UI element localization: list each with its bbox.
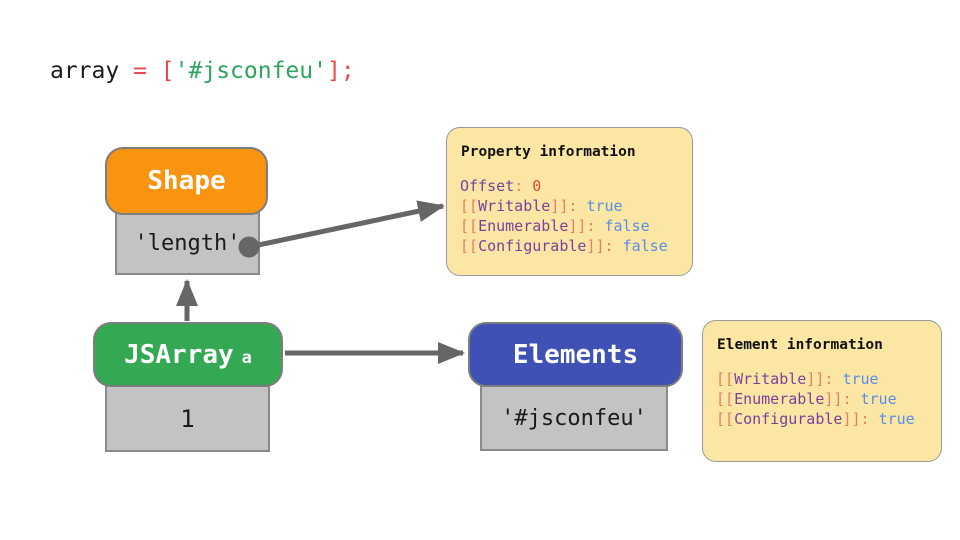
info-line: [[Enumerable]]: false (460, 216, 679, 236)
info-line: [[Writable]]: true (716, 369, 928, 389)
token: = (133, 58, 161, 84)
token: Configurable (734, 410, 843, 428)
token: : (842, 390, 861, 408)
element-information-title: Element information (717, 337, 883, 353)
token: Configurable (478, 237, 587, 255)
token: [[ (716, 410, 735, 428)
token: Writable (734, 370, 807, 388)
elements-node: Elements (468, 322, 683, 387)
token: [ (160, 58, 175, 84)
jsarray-node-subscript: a (241, 347, 252, 368)
token: Enumerable (478, 217, 569, 235)
token: 0 (532, 177, 542, 195)
token: : (514, 177, 533, 195)
token: [[ (460, 237, 479, 255)
token: [[ (460, 217, 479, 235)
token: ]] (568, 217, 587, 235)
token: ]] (824, 390, 843, 408)
token: Enumerable (734, 390, 825, 408)
shape-property-slot: 'length' (115, 212, 260, 275)
token: false (622, 237, 668, 255)
token: '#jsconfeu' (174, 58, 327, 84)
info-line: [[Writable]]: true (460, 196, 679, 216)
token: true (842, 370, 879, 388)
token: ]] (806, 370, 825, 388)
token: ; (340, 58, 355, 84)
jsarray-node-label: JSArray (124, 339, 234, 370)
token: [[ (716, 370, 735, 388)
jsarray-length-slot: 1 (105, 385, 270, 452)
jsarray-length-slot-value: 1 (180, 404, 195, 433)
info-line: [[Configurable]]: true (716, 409, 928, 429)
token: : (568, 197, 587, 215)
token: [[ (716, 390, 735, 408)
token: array (50, 58, 134, 84)
elements-value-slot-value: '#jsconfeu' (501, 405, 647, 431)
info-line: [[Configurable]]: false (460, 236, 679, 256)
token: Writable (478, 197, 551, 215)
token: true (586, 197, 623, 215)
token: Offset (460, 177, 515, 195)
shape-node: Shape (105, 147, 268, 215)
token: : (604, 237, 623, 255)
elements-value-slot: '#jsconfeu' (480, 385, 668, 451)
shape-property-slot-value: 'length' (134, 231, 241, 256)
token: ]] (586, 237, 605, 255)
property-information-note: Property information Offset: 0[[Writable… (446, 127, 693, 276)
info-line: [[Enumerable]]: true (716, 389, 928, 409)
token: : (824, 370, 843, 388)
info-line: Offset: 0 (460, 176, 679, 196)
token: true (860, 390, 897, 408)
token: [[ (460, 197, 479, 215)
property-information-title: Property information (461, 144, 636, 160)
token: : (860, 410, 879, 428)
token: ] (326, 58, 341, 84)
token: true (878, 410, 915, 428)
code-snippet: array = ['#jsconfeu']; (50, 58, 355, 84)
element-information-note: Element information [[Writable]]: true[[… (702, 320, 942, 462)
token: ]] (550, 197, 569, 215)
jsarray-node: JSArray a (93, 322, 283, 387)
element-information-body: [[Writable]]: true[[Enumerable]]: true[[… (716, 369, 928, 429)
shape-node-label: Shape (147, 166, 226, 196)
arrow-length-to-property-info (248, 200, 445, 250)
token: : (586, 217, 605, 235)
property-information-body: Offset: 0[[Writable]]: true[[Enumerable]… (460, 176, 679, 256)
token: false (604, 217, 650, 235)
token: ]] (842, 410, 861, 428)
elements-node-label: Elements (512, 339, 639, 370)
